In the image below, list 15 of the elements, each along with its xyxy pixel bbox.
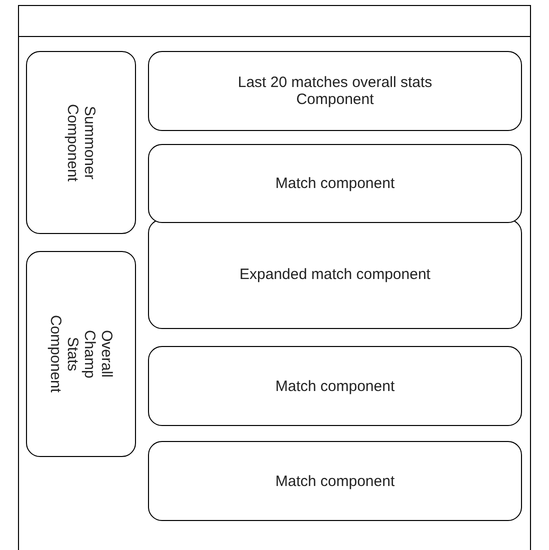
sidebar-panel xyxy=(26,251,136,457)
panel-label: Summoner Component xyxy=(64,102,98,184)
sidebar-panel xyxy=(26,51,136,234)
panel-label: Overall Champ Stats Component xyxy=(47,314,115,394)
content-panel xyxy=(148,144,522,223)
content-panel xyxy=(148,219,522,329)
panel-label: Expanded match component xyxy=(240,266,430,282)
page-frame xyxy=(18,5,531,550)
content-panel xyxy=(148,441,522,521)
content-panel xyxy=(148,51,522,131)
panel-label: Match component xyxy=(275,175,395,192)
panel-label: Last 20 matches overall stats Component xyxy=(236,74,434,108)
panel-label: Match component xyxy=(275,378,395,394)
panel-label: Match component xyxy=(275,472,395,490)
content-panel xyxy=(148,346,522,426)
